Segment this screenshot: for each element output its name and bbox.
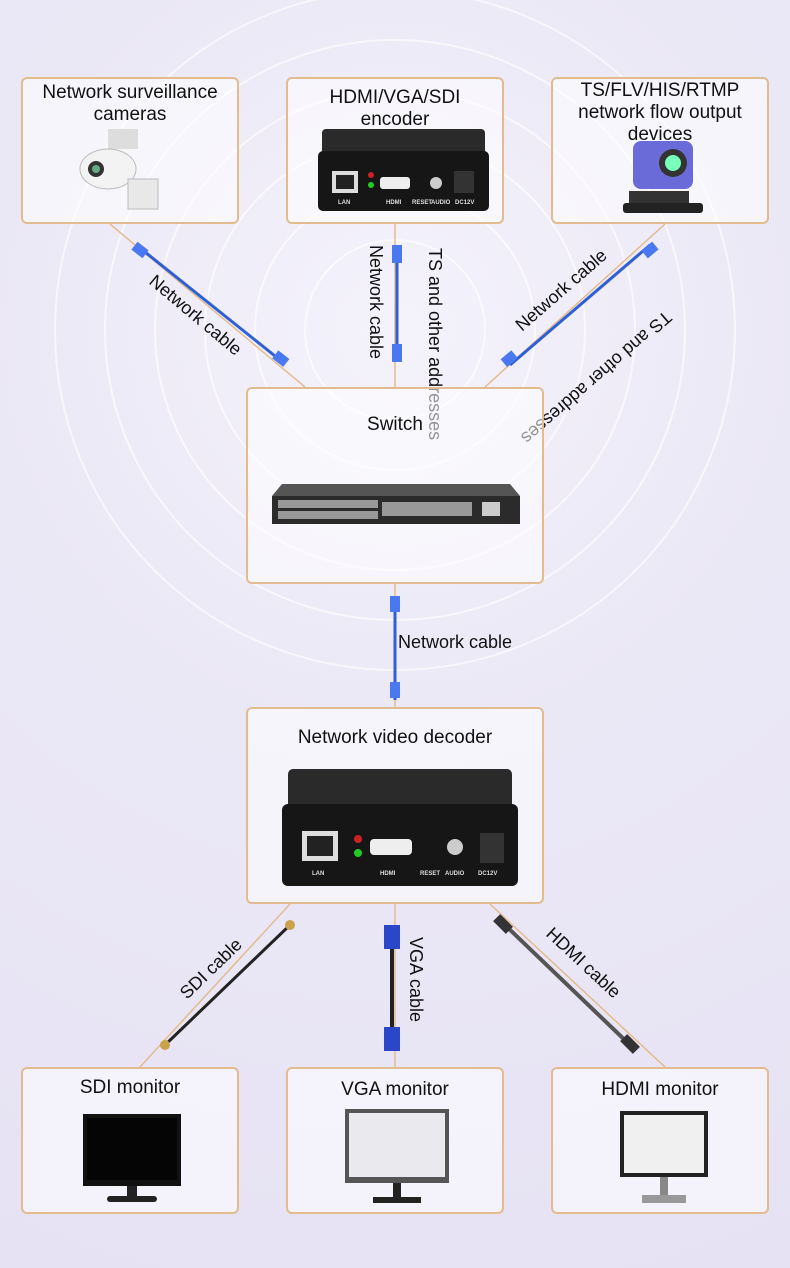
stream-network-cable <box>509 243 651 367</box>
decoder-image: LAN HDMI RESET AUDIO DC12V <box>282 769 518 886</box>
encoder-title: HDMI/VGA/SDI encoder <box>329 87 461 130</box>
sdi-monitor-image <box>83 1114 181 1202</box>
svg-text:HDMI: HDMI <box>386 200 402 206</box>
decoder-box: Network video decoder LAN HDMI RESET AUDIO… <box>246 707 544 904</box>
vga-monitor-image <box>345 1109 449 1203</box>
switch-box: Switch <box>246 387 544 584</box>
svg-text:RESET: RESET <box>420 871 440 877</box>
stream-device-title: TS/FLV/HIS/RTMP network flow output devi… <box>578 80 742 145</box>
switch-title: Switch <box>367 414 423 435</box>
svg-text:HDMI: HDMI <box>380 871 396 877</box>
svg-text:LAN: LAN <box>312 871 324 877</box>
hdmi-monitor-box: HDMI monitor <box>551 1067 769 1214</box>
switch-image <box>272 484 520 524</box>
svg-text:DC12V: DC12V <box>478 871 497 877</box>
vga-monitor-title: VGA monitor <box>341 1079 449 1100</box>
svg-text:LAN: LAN <box>338 200 350 206</box>
encoder-cable-label: Network cable <box>366 245 386 359</box>
camera-box: Network surveillance cameras <box>21 77 239 224</box>
stream-device-box: TS/FLV/HIS/RTMP network flow output devi… <box>551 77 769 224</box>
svg-text:AUDIO: AUDIO <box>445 871 465 877</box>
svg-text:AUDIO: AUDIO <box>431 200 451 206</box>
switch-cable-label: Network cable <box>398 632 512 652</box>
svg-text:DC12V: DC12V <box>455 200 474 206</box>
vga-cable-label: VGA cable <box>406 937 426 1022</box>
network-cables <box>139 243 651 700</box>
vga-monitor-box: VGA monitor <box>286 1067 504 1214</box>
svg-text:RESET: RESET <box>412 200 432 206</box>
decoder-title: Network video decoder <box>297 727 493 748</box>
stream-device-image <box>623 141 703 213</box>
camera-cable-label: Network cable <box>145 271 245 360</box>
camera-title: Network surveillance cameras <box>42 82 218 125</box>
hdmi-monitor-image <box>620 1111 708 1203</box>
sdi-monitor-box: SDI monitor <box>21 1067 239 1214</box>
sdi-cable-line <box>163 923 292 1047</box>
hdmi-monitor-title: HDMI monitor <box>601 1079 719 1100</box>
camera-network-cable <box>139 246 281 362</box>
sdi-monitor-title: SDI monitor <box>79 1077 181 1098</box>
camera-image <box>79 129 159 210</box>
sdi-cable-label: SDI cable <box>176 934 246 1003</box>
hdmi-cable-line <box>503 923 632 1047</box>
